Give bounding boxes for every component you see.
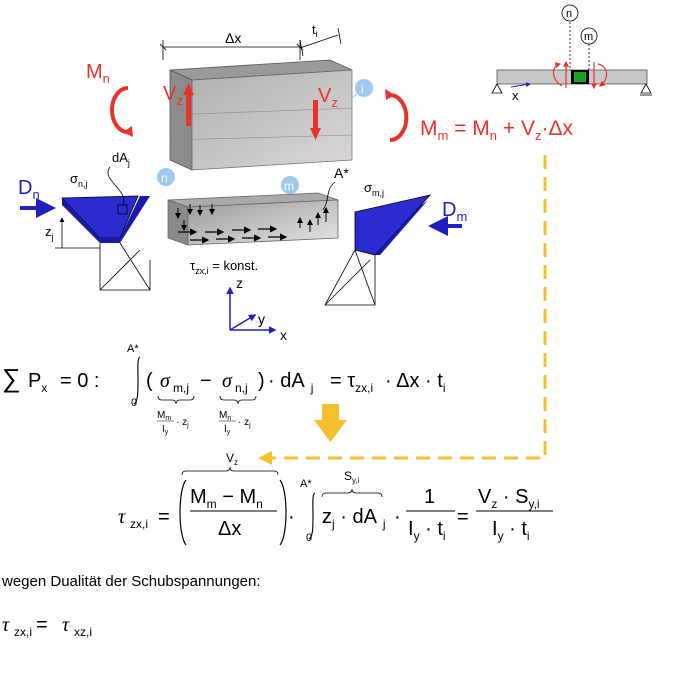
equation-2: τ zx,i = Vz Mm − Mn Δx · A* 0 Sy,i zj · …: [118, 451, 553, 546]
axis-x-label: x: [280, 327, 287, 343]
ub2-z: · zj: [238, 417, 251, 429]
mm-equation: Mm = Mn + Vz·Δx: [420, 117, 573, 143]
eq2-tau-sub: zx,i: [130, 517, 148, 531]
equation-3: τ zx,i = τ xz,i: [2, 614, 92, 639]
section-m-label: m: [284, 179, 294, 193]
eq1-close-paren: ): [258, 370, 265, 392]
moment-mm-arrow: [385, 89, 409, 142]
z-j-label: zj: [45, 224, 54, 242]
shear-vz-left: Vz: [163, 83, 194, 126]
eq3-tau1-sub: zx,i: [14, 625, 32, 639]
duality-text: wegen Dualität der Schubspannungen:: [1, 573, 261, 590]
ub2-den: Iy: [224, 424, 231, 436]
eq1-sum-symbol: ∑: [2, 363, 21, 393]
eq3-tau2-sub: xz,i: [74, 625, 92, 639]
eq1-sigma-m: σ: [160, 370, 171, 392]
ub1-num: Mm: [157, 410, 171, 422]
section-n-label: n: [161, 171, 168, 185]
eq2-int-lower: 0: [306, 532, 312, 544]
axis-y-label: y: [258, 311, 265, 327]
ub1-z: · zj: [176, 417, 189, 429]
dm-label: Dm: [442, 199, 467, 224]
eq3-tau1: τ: [2, 614, 10, 636]
ub2-num: Mn: [219, 410, 231, 422]
force-dn-arrow: Dn: [18, 177, 56, 218]
t-i-label: ti: [312, 22, 318, 39]
tau-konst-label: τzx,i = konst.: [190, 258, 258, 276]
eq1-int-lower: 0: [131, 397, 137, 409]
upper-block: [169, 59, 353, 171]
delta-x-dimension: Δx: [159, 30, 304, 60]
eq2-int-upper: A*: [300, 478, 312, 490]
yellow-down-arrow: [314, 404, 347, 442]
sigma-n-label: σn,j: [70, 171, 88, 189]
eq2-tau: τ: [118, 506, 126, 528]
eq2-vz-over: Vz: [226, 451, 238, 467]
coordinate-axes: z y x: [226, 275, 287, 343]
eq3-eq: =: [36, 614, 48, 636]
moment-mn-arrow: Mn: [86, 61, 133, 137]
eq1-eq-tau: = τzx,i: [330, 370, 373, 395]
dA-j-label: dAj: [112, 150, 130, 168]
eq1-px: Px: [28, 370, 47, 395]
a-star-label-group: A*: [322, 165, 349, 211]
eq1-int-upper: A*: [127, 343, 139, 355]
eq2-eq2: =: [457, 506, 469, 528]
eq2-sy-over: Sy,i: [344, 469, 360, 485]
eq1-sigma-n: σ: [222, 370, 233, 392]
beam-x-label: x: [512, 88, 519, 103]
eq1-sub-mj: m,j: [173, 381, 189, 395]
eq1-minus: −: [200, 370, 212, 392]
section-i-label: i: [361, 82, 364, 96]
eq2-iy-ti: Iy · ti: [408, 518, 446, 543]
force-dm-arrow: Dm: [428, 199, 467, 236]
beam-schematic: x n m: [491, 4, 652, 103]
dn-label: Dn: [18, 177, 40, 202]
eq2-one: 1: [424, 486, 435, 508]
beam-n-label: n: [566, 8, 572, 20]
sigma-m-wedge: [324, 194, 432, 306]
axis-z-label: z: [236, 275, 243, 291]
eq3-tau2: τ: [62, 614, 70, 636]
eq2-mm-mn: Mm − Mn: [190, 486, 263, 511]
eq2-eq1: =: [158, 506, 170, 528]
vz-left-label: Vz: [163, 83, 183, 108]
beam-m-label: m: [584, 31, 593, 43]
a-star-label: A*: [334, 165, 349, 181]
eq2-iy-ti-2: Iy · ti: [492, 518, 530, 543]
z-j-dimension: zj: [45, 217, 100, 249]
sigma-n-wedge: [61, 166, 151, 291]
section-i-marker: i: [351, 79, 373, 99]
lower-plate: [167, 192, 339, 246]
eq2-vz-sy: Vz · Sy,i: [478, 486, 540, 511]
eq2-dot1: ·: [288, 506, 295, 528]
eq1-open-paren: (: [146, 370, 153, 392]
eq1-sub-nj: n,j: [235, 381, 248, 395]
delta-x-label: Δx: [225, 30, 241, 46]
section-m-marker: m: [281, 176, 299, 194]
t-i-dimension: ti: [299, 22, 342, 57]
eq1-equals-zero: = 0 :: [60, 370, 99, 392]
eq1-dx-t: · Δx · ti: [385, 370, 445, 395]
vz-right-label: Vz: [318, 85, 338, 110]
sigma-m-label: σm,j: [364, 180, 384, 198]
ub1-den: Iy: [162, 424, 169, 436]
eq2-dx: Δx: [218, 518, 241, 540]
eq2-dot2: ·: [394, 506, 401, 528]
yellow-dashed-arrow: [258, 155, 547, 465]
shear-vz-right: Vz: [310, 85, 338, 140]
mn-label: Mn: [86, 61, 110, 86]
section-n-marker: n: [157, 168, 175, 186]
